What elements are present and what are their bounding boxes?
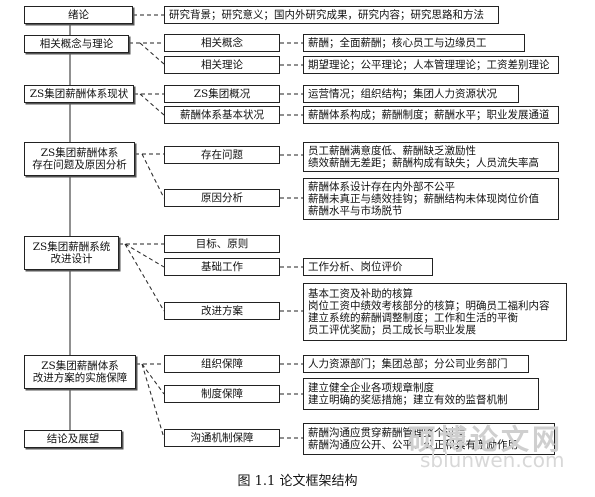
main-box-concepts: 相关概念与理论 [24,35,129,53]
mid-box-existing-problems: 存在问题 [164,146,280,164]
mid-box-basic-status: 薪酬体系基本状况 [164,106,280,124]
detail-box-org-safeguard: 人力资源部门；集团总部；分公司业务部门 [303,355,529,373]
detail-box-basic-status: 薪酬体系构成；薪酬制度；薪酬水平；职业发展通道 [303,106,559,124]
mid-box-concepts: 相关概念 [164,34,280,52]
detail-box-system-safeguard: 建立健全企业各项规章制度建立明确的奖惩措施；建立有效的监督机制 [303,378,539,410]
detail-box-existing-problems: 员工薪酬满意度低、薪酬缺乏激励性绩效薪酬无差距；薪酬构成有缺失；人员流失率高 [303,142,559,172]
detail-box-theories: 期望理论；公平理论；人本管理理论；工资差别理论 [303,56,559,74]
main-box-status: ZS集团薪酬体系现状 [24,85,134,103]
detail-box-improvement-plan: 基本工资及补助的核算岗位工资中绩效考核部分的核算；明确员工福利内容建立系统的薪酬… [303,283,567,341]
mid-box-cause-analysis: 原因分析 [164,189,280,207]
detail-box-concepts: 薪酬；全面薪酬；核心员工与边缘员工 [303,34,525,52]
main-box-problems: ZS集团薪酬体系存在问题及原因分析 [24,142,135,176]
intro-detail-box: 研究背景；研究意义；国内外研究成果，研究内容；研究思路和方法 [164,6,499,24]
main-box-conclusion: 结论及展望 [24,430,122,448]
mid-box-theories: 相关理论 [164,56,280,74]
mid-box-org-safeguard: 组织保障 [164,355,280,373]
main-box-intro: 绪论 [24,6,133,24]
mid-box-system-safeguard: 制度保障 [164,385,280,403]
mid-box-groundwork: 基础工作 [164,258,280,276]
detail-box-communication-safeguard: 薪酬沟通应贯穿薪酬管理整个过程薪酬沟通应公开、公平、公正和具有激励作用 [303,423,555,455]
detail-box-groundwork: 工作分析、岗位评价 [303,258,433,276]
mid-box-improvement-plan: 改进方案 [164,302,280,320]
detail-box-cause-analysis: 薪酬体系设计存在内外部不公平薪酬未真正与绩效挂钩；薪酬结构未体现岗位价值薪酬水平… [303,178,559,220]
main-box-safeguard: ZS集团薪酬体系改进方案的实施保障 [24,355,136,389]
detail-box-overview: 运营情况；组织结构；集团人力资源状况 [303,85,519,103]
main-box-design: ZS集团薪酬系统改进设计 [24,236,119,270]
mid-box-communication-safeguard: 沟通机制保障 [164,429,280,447]
mid-box-goals: 目标、原则 [164,235,280,253]
mid-box-overview: ZS集团概况 [164,85,280,103]
figure-caption: 图 1.1 论文框架结构 [237,474,358,489]
